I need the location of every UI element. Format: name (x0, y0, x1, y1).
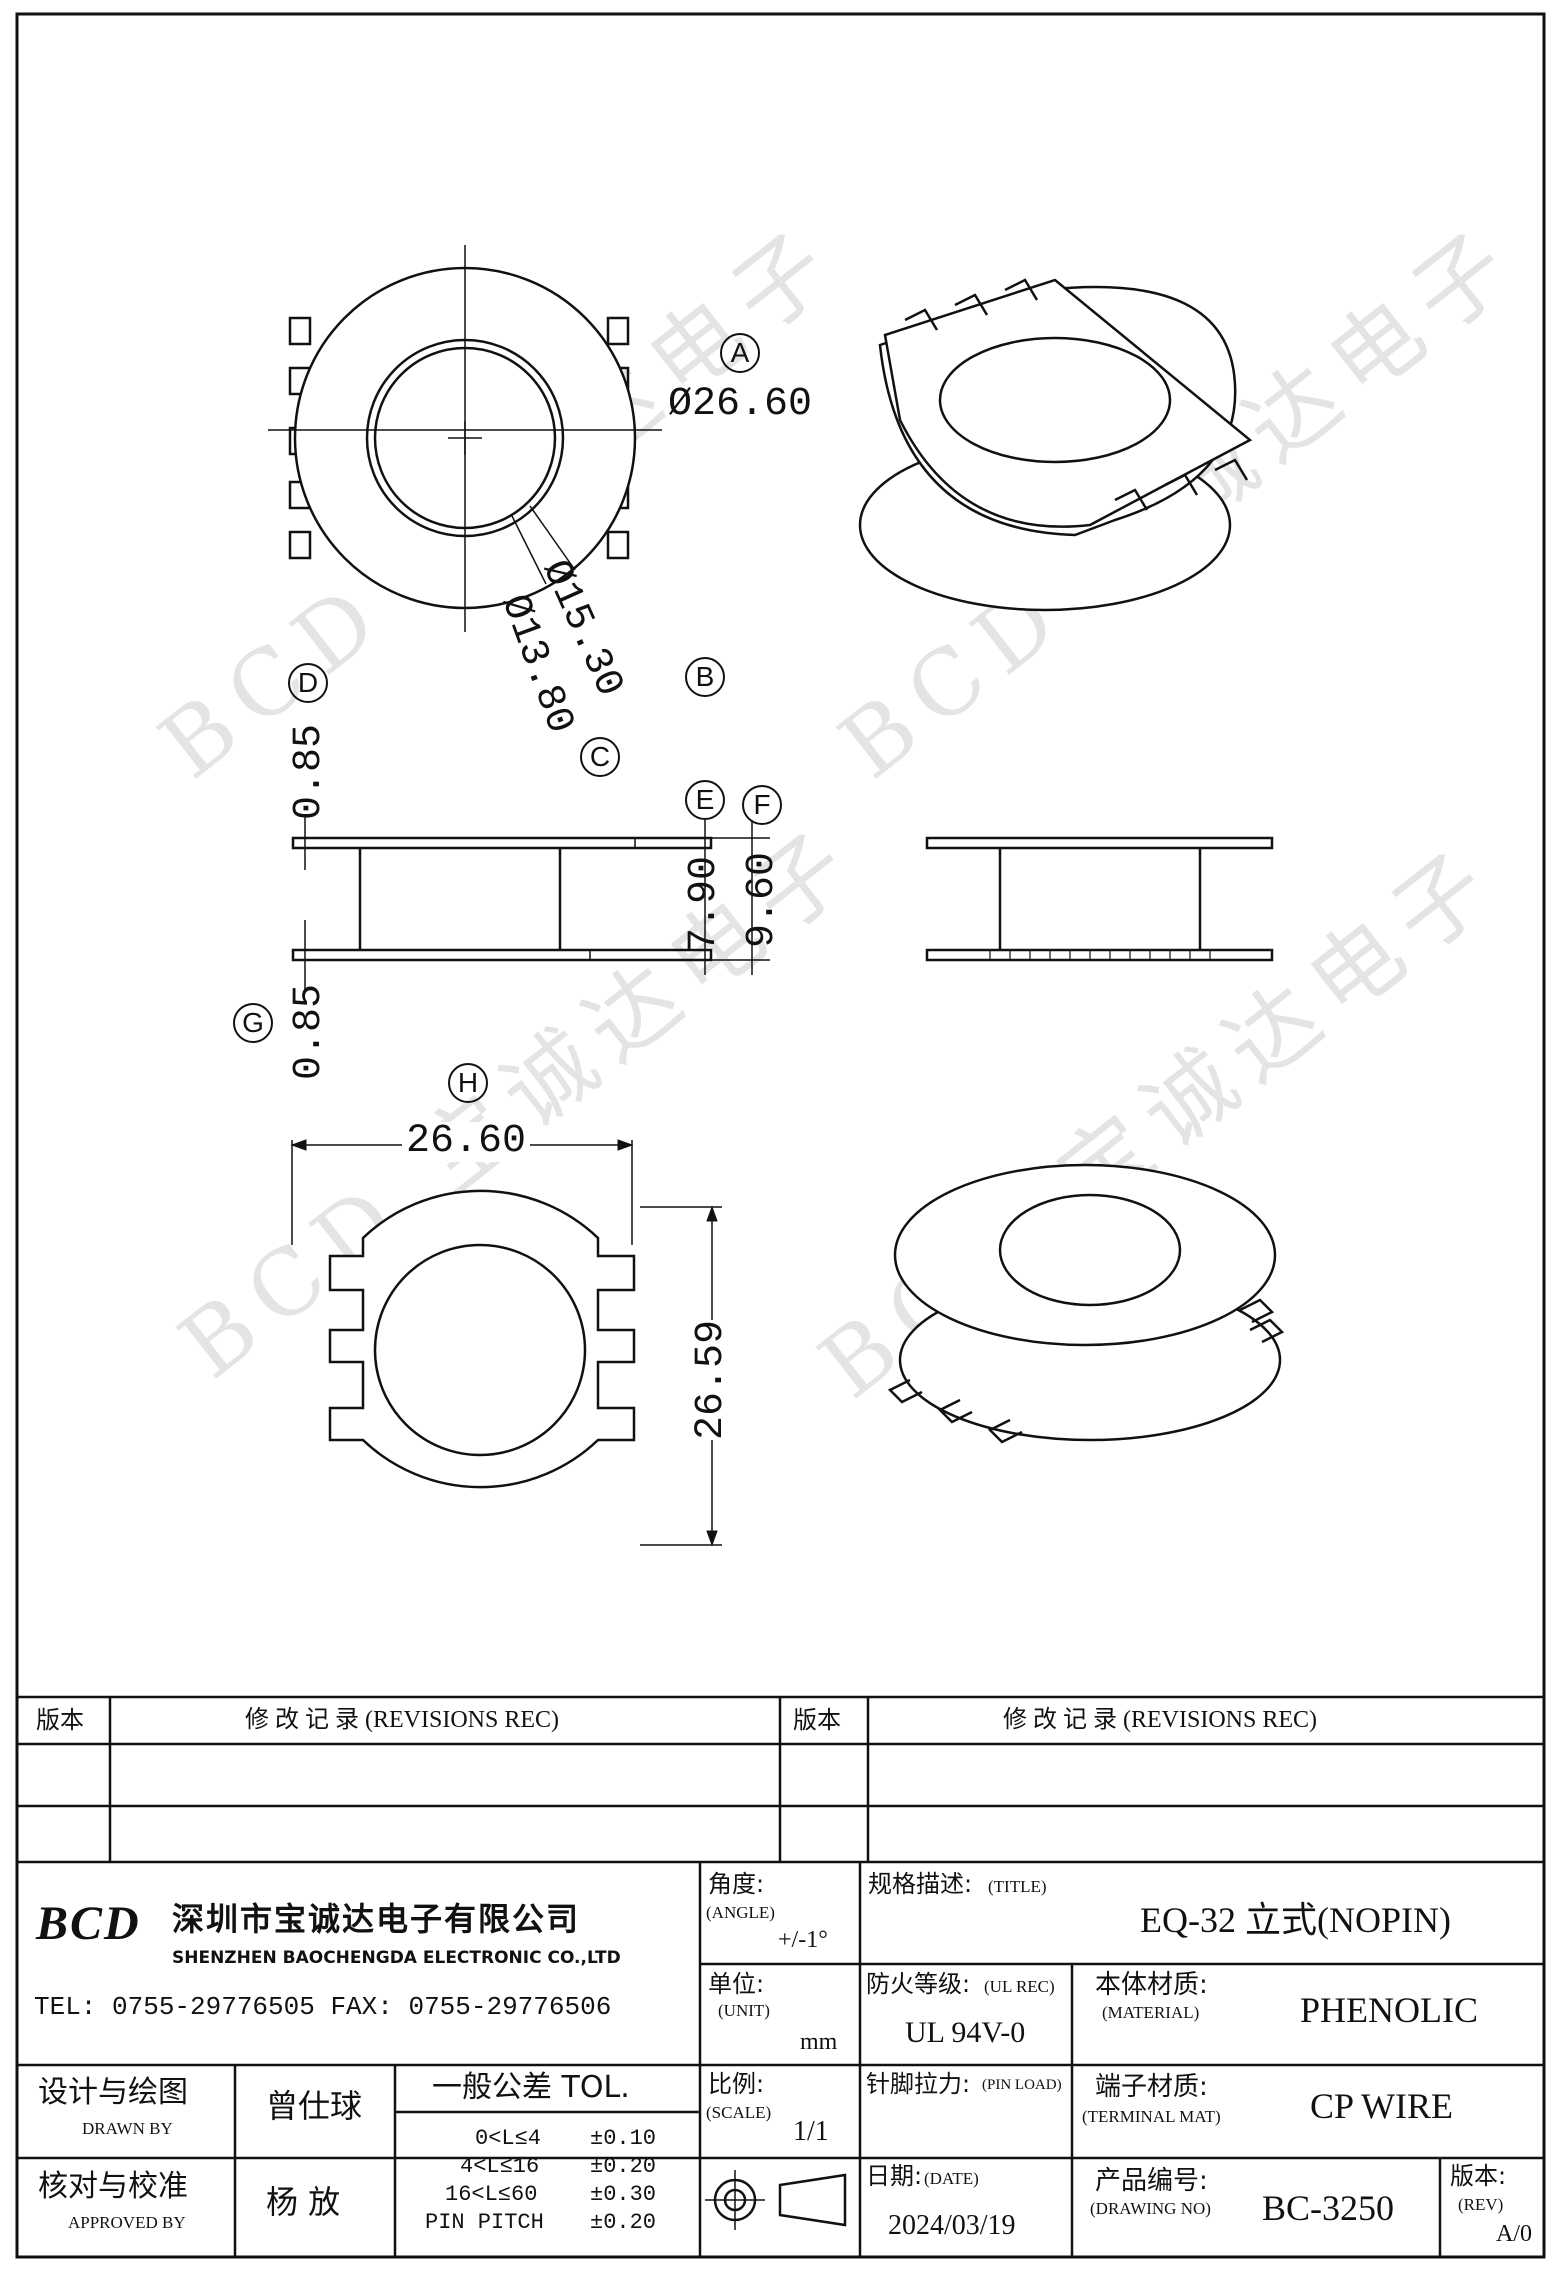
rev-title-left: 修 改 记 录 (REVISIONS REC) (245, 1707, 560, 1733)
dim-outer-diameter: Ø26.60 (668, 382, 813, 427)
rev-header-right: 版本 (793, 1706, 841, 1734)
drawing-no-label-en: (DRAWING NO) (1090, 2199, 1211, 2218)
design-label: 设计与绘图 (38, 2075, 188, 2110)
terminal-label-en: (TERMINAL MAT) (1082, 2107, 1221, 2126)
company-tel-fax: TEL: 0755-29776505 FAX: 0755-29776506 (34, 1992, 612, 2022)
rev-label-en: (REV) (1458, 2195, 1504, 2214)
date-label: 日期: (866, 2162, 923, 2190)
dim-width: 26.60 (402, 1122, 531, 1162)
ul-value: UL 94V-0 (905, 2016, 1026, 2049)
unit-label: 单位: (708, 1970, 765, 1998)
approve-label: 核对与校准 (38, 2169, 188, 2204)
material-label: 本体材质: (1095, 1970, 1208, 2000)
callout-b: B (685, 657, 725, 697)
dim-top-flange: 0.85 (287, 723, 332, 820)
pin-load-label: 针脚拉力: (866, 2070, 971, 2098)
bottom-view (290, 1139, 722, 1547)
ul-label-en: (UL REC) (984, 1977, 1055, 1996)
title-label-en: (TITLE) (988, 1877, 1047, 1896)
rev-title-right: 修 改 记 录 (REVISIONS REC) (1003, 1707, 1318, 1733)
pin-load-label-en: (PIN LOAD) (982, 2077, 1062, 2093)
terminal-label: 端子材质: (1095, 2072, 1208, 2102)
angle-value: +/-1° (778, 1927, 828, 1953)
tol-value-4: ±0.20 (590, 2210, 657, 2235)
callout-f: F (742, 785, 782, 825)
tol-value-3: ±0.30 (590, 2182, 657, 2207)
date-label-en: (DATE) (924, 2169, 979, 2188)
title-label: 规格描述: (868, 1870, 973, 1898)
design-label-en: DRAWN BY (82, 2119, 173, 2138)
isometric-view-top (858, 278, 1253, 612)
company-name-en: SHENZHEN BAOCHENGDA ELECTRONIC CO.,LTD (172, 1948, 621, 1968)
company-name-cn: 深圳市宝诚达电子有限公司 (172, 1900, 581, 1938)
dim-depth: 26.59 (689, 1319, 734, 1440)
title-block-grid (15, 1695, 1546, 2259)
drawing-no-value: BC-3250 (1262, 2188, 1395, 2228)
date-value: 2024/03/19 (888, 2210, 1016, 2241)
side-view (291, 815, 770, 990)
angle-label-en: (ANGLE) (706, 1903, 775, 1922)
isometric-view-bottom (887, 1163, 1285, 1444)
front-view (925, 836, 1274, 962)
top-view (268, 245, 662, 632)
approver-name: 杨 放 (266, 2183, 341, 2221)
designer-name: 曾仕球 (266, 2087, 363, 2125)
callout-e: E (685, 780, 725, 820)
dim-bottom-flange: 0.85 (287, 983, 332, 1080)
callout-h: H (448, 1063, 488, 1103)
scale-label: 比例: (708, 2070, 765, 2098)
scale-value: 1/1 (793, 2116, 829, 2147)
scale-label-en: (SCALE) (706, 2103, 772, 2122)
material-value: PHENOLIC (1300, 1990, 1478, 2030)
tol-range-2: 4<L≤16 (460, 2154, 540, 2179)
ul-label: 防火等级: (866, 1970, 971, 1998)
unit-label-en: (UNIT) (718, 2001, 770, 2020)
callout-c: C (580, 737, 620, 777)
title-value: EQ-32 立式(NOPIN) (1140, 1900, 1451, 1940)
approve-label-en: APPROVED BY (68, 2213, 186, 2232)
tol-range-3: 16<L≤60 (445, 2182, 538, 2207)
material-label-en: (MATERIAL) (1102, 2003, 1200, 2022)
tolerance-title: 一般公差 TOL. (432, 2070, 630, 2105)
rev-value: A/0 (1496, 2221, 1532, 2247)
dim-total-height: 9.60 (740, 851, 785, 948)
company-logo: BCD (36, 1897, 141, 1950)
dim-inner-height: 7.90 (682, 855, 727, 952)
callout-g: G (233, 1003, 273, 1043)
terminal-value: CP WIRE (1310, 2086, 1454, 2126)
tol-range-4: PIN PITCH (425, 2210, 544, 2235)
unit-value: mm (800, 2029, 838, 2055)
tol-range-1: 0<L≤4 (475, 2126, 542, 2151)
callout-d: D (288, 663, 328, 703)
callout-a: A (720, 333, 760, 373)
rev-header-left: 版本 (36, 1706, 84, 1734)
angle-label: 角度: (708, 1870, 765, 1898)
tol-value-1: ±0.10 (590, 2126, 657, 2151)
rev-label: 版本: (1450, 2162, 1507, 2190)
drawing-no-label: 产品编号: (1095, 2166, 1208, 2196)
tol-value-2: ±0.20 (590, 2154, 657, 2179)
